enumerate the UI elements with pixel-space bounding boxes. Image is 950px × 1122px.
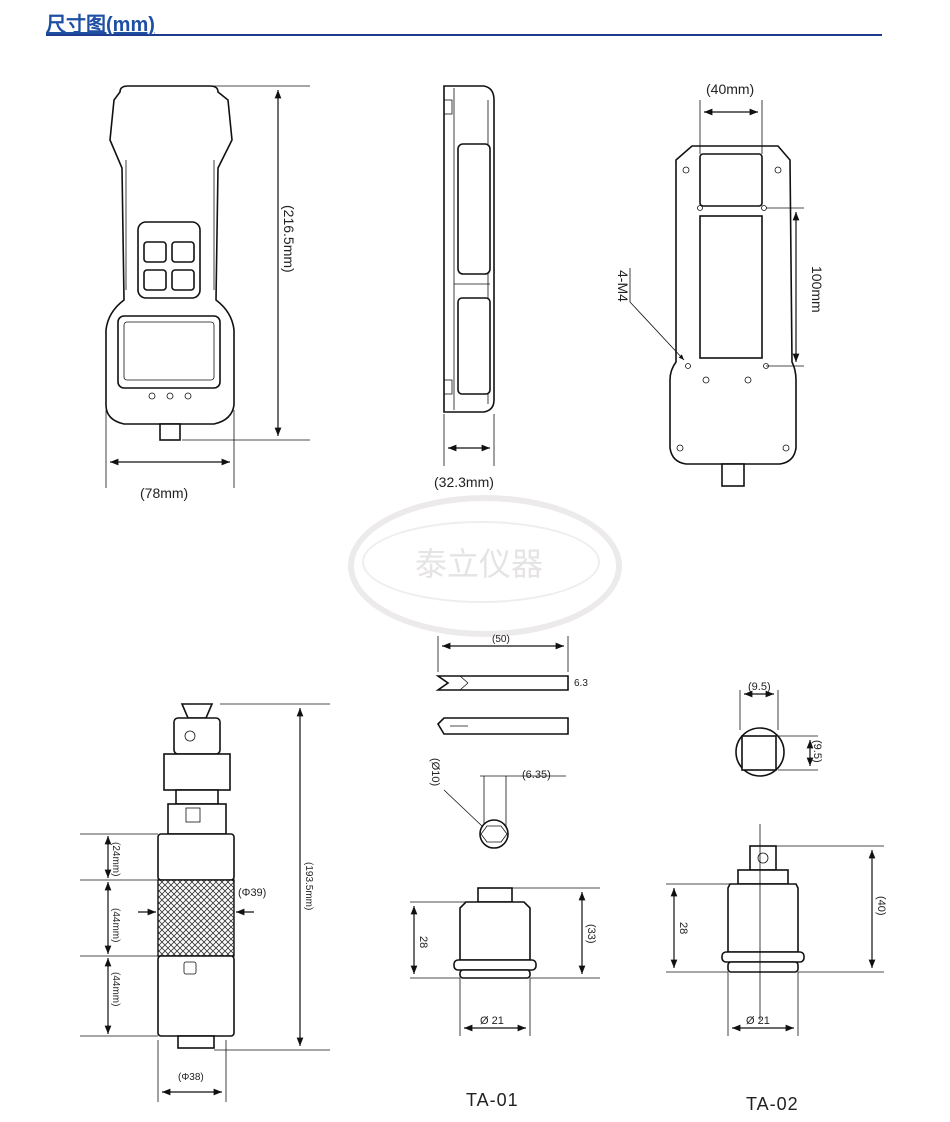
front-view: (216.5mm) (78mm) bbox=[105, 85, 310, 501]
watermark-text: 泰立仪器 bbox=[414, 545, 543, 583]
ta01-diameter-label: Ø 21 bbox=[480, 1015, 504, 1027]
front-height-label: (216.5mm) bbox=[281, 205, 297, 273]
sensor-total-length-label: (193.5mm) bbox=[303, 862, 314, 910]
bit-length-label: (50) bbox=[492, 634, 510, 645]
front-width-label: (78mm) bbox=[140, 485, 188, 501]
ta01-height-label: 28 bbox=[417, 936, 429, 948]
side-view: (32.3mm) bbox=[434, 85, 495, 490]
sensor-grip-diameter-label: (Φ39) bbox=[238, 887, 266, 899]
ta02-square-width-label: (9.5) bbox=[748, 681, 771, 693]
ta01-adapter-view: 28 (33) Ø 21 bbox=[410, 887, 600, 1036]
ta01-caption: TA-01 bbox=[466, 1090, 519, 1110]
sensor-base-diameter-label: (Φ38) bbox=[178, 1072, 204, 1083]
torque-sensor-view: (24mm) (44mm) (44mm) (Φ39) (193.5mm) (Φ3… bbox=[80, 703, 330, 1102]
back-width-label: (40mm) bbox=[706, 81, 754, 97]
ta02-height-label: 28 bbox=[677, 922, 689, 934]
side-depth-label: (32.3mm) bbox=[434, 474, 494, 490]
ta02-adapter-view: (9.5) (9.5) 28 (40) Ø 21 bbox=[666, 681, 887, 1036]
sensor-lower-section-label: (44mm) bbox=[110, 972, 121, 1006]
sensor-grip-section-label: (44mm) bbox=[110, 908, 121, 942]
sensor-top-section-label: (24mm) bbox=[110, 842, 121, 876]
header-bar: 尺寸图(mm) bbox=[46, 8, 882, 36]
back-hole-spacing-label: 100mm bbox=[809, 266, 825, 313]
watermark-inner-ring bbox=[362, 521, 600, 603]
screw-spec-label: 4-M4 bbox=[615, 270, 631, 302]
ta02-diameter-label: Ø 21 bbox=[746, 1015, 770, 1027]
page-title: 尺寸图(mm) bbox=[46, 14, 155, 36]
ta02-total-height-label: (40) bbox=[875, 896, 887, 916]
ta02-caption: TA-02 bbox=[746, 1094, 799, 1114]
hex-across-label: (6.35) bbox=[522, 769, 551, 781]
bit-thickness-label: 6.3 bbox=[574, 678, 588, 689]
ta02-square-height-label: (9.5) bbox=[811, 740, 823, 763]
driver-bits-view: (50) 6.3 (6.35) (Ø10) bbox=[429, 634, 588, 849]
ta01-total-height-label: (33) bbox=[585, 924, 597, 944]
back-view: (40mm) 100mm 4-M4 bbox=[615, 81, 825, 487]
watermark-logo: 泰立仪器 bbox=[348, 495, 622, 637]
hex-outer-label: (Ø10) bbox=[429, 758, 441, 786]
